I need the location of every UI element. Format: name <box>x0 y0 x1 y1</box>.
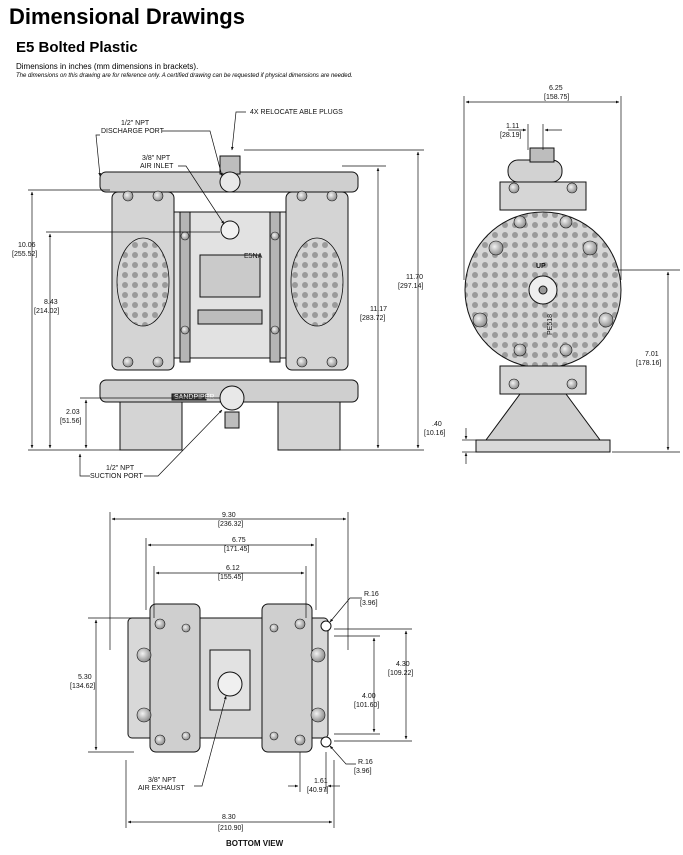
front-view-drawing: E5NA SANDPIPER 10.06 [255.52] 8.43 [ <box>12 109 424 480</box>
dim-4-30-in: 4.30 <box>396 661 410 668</box>
bottom-right-flange <box>261 603 313 753</box>
suction-port-icon <box>219 385 245 411</box>
dim-9-30-mm: [236.32] <box>218 521 243 528</box>
dim-6-12-in: 6.12 <box>226 565 240 572</box>
dim-2-03-in: 2.03 <box>66 409 80 416</box>
callout-discharge-line1: 1/2" NPT <box>121 120 150 127</box>
dim-radius-bottom-in: R.16 <box>358 759 373 766</box>
model-marking: E5NA <box>244 253 263 260</box>
callout-exhaust-line2: AIR EXHAUST <box>138 785 185 792</box>
up-marking: UP <box>536 263 546 270</box>
dim-1-61-mm: [40.97] <box>307 787 328 794</box>
bottom-view-drawing: 9.30 [236.32] 6.75 [171.45] 6.12 [155.45… <box>70 512 413 848</box>
callout-air-inlet-line2: AIR INLET <box>140 163 174 170</box>
disclaimer-note: The dimensions on this drawing are for r… <box>16 73 353 79</box>
dim-1-61-in: 1.61 <box>314 778 328 785</box>
dim-11-70-mm: [297.14] <box>398 283 423 290</box>
discharge-port-icon <box>219 171 241 193</box>
dim-0-40-mm: [10.16] <box>424 430 445 437</box>
dim-6-75-in: 6.75 <box>232 537 246 544</box>
air-exhaust-port-icon <box>217 671 243 697</box>
right-bolt-column <box>269 211 281 363</box>
bottom-bolt-heads <box>136 618 326 746</box>
dim-4-30-mm: [109.22] <box>388 670 413 677</box>
left-diaphragm-cover <box>116 237 170 327</box>
brand-plate <box>171 393 207 401</box>
dim-6-12-mm: [155.45] <box>218 574 243 581</box>
center-rod <box>197 309 263 325</box>
dim-1-11-mm: [28.19] <box>500 132 521 139</box>
dim-7-01-in: 7.01 <box>645 351 659 358</box>
dim-8-30-in: 8.30 <box>222 814 236 821</box>
dim-6-25-mm: [158.75] <box>544 94 569 101</box>
side-top-plug <box>529 147 555 163</box>
dim-9-30-in: 9.30 <box>222 512 236 519</box>
dim-8-30-mm: [210.90] <box>218 825 243 832</box>
page-subtitle: E5 Bolted Plastic <box>16 39 138 56</box>
dim-1-11-in: 1.11 <box>506 123 519 130</box>
dim-radius-top-in: R.16 <box>364 591 379 598</box>
dim-10-06-mm: [255.52] <box>12 251 37 258</box>
dim-radius-bottom-mm: [3.96] <box>354 768 372 775</box>
dim-8-43-in: 8.43 <box>44 299 58 306</box>
dim-4-00-in: 4.00 <box>362 693 376 700</box>
air-valve-body <box>199 254 261 298</box>
left-bolt-column <box>179 211 191 363</box>
dim-5-30-mm: [134.62] <box>70 683 95 690</box>
right-foot <box>277 401 341 451</box>
dim-8-43-mm: [214.02] <box>34 308 59 315</box>
suction-plug <box>224 411 240 429</box>
dim-11-70-in: 11.70 <box>406 274 423 281</box>
dim-4-00-mm: [101.60] <box>354 702 379 709</box>
dim-0-40-in: .40 <box>432 421 442 428</box>
lower-mount-hole-icon <box>320 736 332 748</box>
side-base-plate <box>475 439 611 453</box>
bottom-view-label: BOTTOM VIEW <box>226 839 284 848</box>
air-inlet-port-icon <box>220 220 240 240</box>
callout-exhaust-line1: 3/8" NPT <box>148 777 177 784</box>
callout-relocate-plugs: 4X RELOCATE ABLE PLUGS <box>250 109 343 116</box>
front-bolt-heads <box>122 190 338 368</box>
side-view-drawing: UP PE518 6.25 [158.75] 1.11 [28.19] 7.01… <box>424 85 680 464</box>
part-number-marking: PE518 <box>547 314 554 335</box>
bottom-left-flange <box>149 603 201 753</box>
page-title: Dimensional Drawings <box>9 4 245 29</box>
dim-10-06-in: 10.06 <box>18 242 36 249</box>
dim-6-25-in: 6.25 <box>549 85 563 92</box>
left-foot <box>119 401 183 451</box>
side-top-manifold <box>507 159 563 183</box>
discharge-plug <box>219 155 241 175</box>
callout-suction-line1: 1/2" NPT <box>106 465 135 472</box>
dim-radius-top-mm: [3.96] <box>360 600 378 607</box>
callout-air-inlet-line1: 3/8" NPT <box>142 155 171 162</box>
side-bolt-heads <box>472 182 614 390</box>
right-diaphragm-cover <box>290 237 344 327</box>
upper-mount-hole-icon <box>320 620 332 632</box>
brand-marking: SANDPIPER <box>174 394 214 401</box>
dim-5-30-in: 5.30 <box>78 674 92 681</box>
units-note: Dimensions in inches (mm dimensions in b… <box>16 62 199 71</box>
side-base-stand <box>485 393 601 441</box>
dim-7-01-mm: [178.16] <box>636 360 661 367</box>
dim-11-17-mm: [283.72] <box>360 315 385 322</box>
dim-11-17-in: 11.17 <box>370 306 387 313</box>
dim-2-03-mm: [51.56] <box>60 418 81 425</box>
callout-discharge-line2: DISCHARGE PORT <box>101 128 165 135</box>
dim-6-75-mm: [171.45] <box>224 546 249 553</box>
callout-suction-line2: SUCTION PORT <box>90 473 143 480</box>
